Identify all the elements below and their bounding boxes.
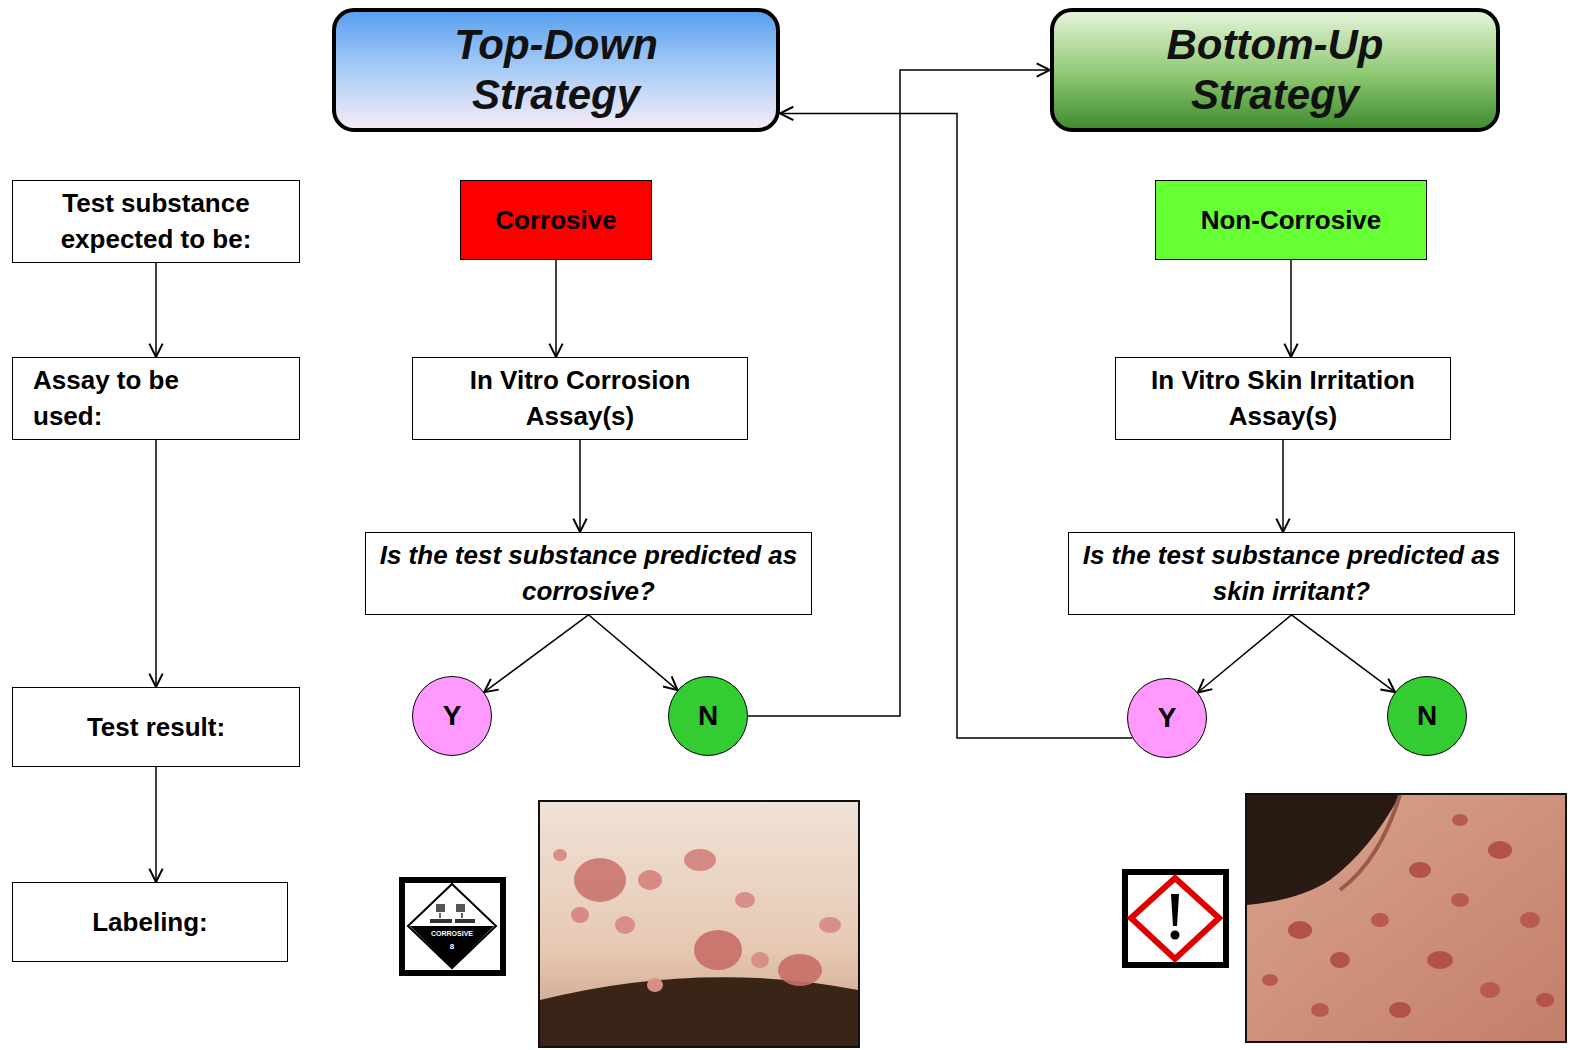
- flow-arrow: [579, 440, 581, 532]
- no-circle: N: [1387, 676, 1467, 756]
- process-box: In Vitro Skin Irritation Assay(s): [1115, 357, 1451, 440]
- node-text: Top-Down Strategy: [396, 20, 716, 121]
- irritant-pictogram: [1125, 872, 1226, 965]
- pictogram-number: 8: [442, 943, 462, 951]
- node-text: Is the test substance predicted as corro…: [376, 537, 801, 610]
- yes-circle: Y: [1127, 678, 1207, 758]
- node-text: N: [1417, 696, 1437, 735]
- corrosive-pictogram: [402, 880, 503, 973]
- node-text: Assay to be used:: [33, 362, 223, 435]
- flow-arrow: [1290, 260, 1292, 357]
- node-text: Is the test substance predicted as skin …: [1079, 537, 1504, 610]
- strategy-header: Top-Down Strategy: [332, 8, 780, 132]
- row-header-box: Assay to be used:: [12, 357, 300, 440]
- strategy-header: Bottom-Up Strategy: [1050, 8, 1500, 132]
- node-text: Labeling:: [92, 904, 208, 940]
- node-text: In Vitro Skin Irritation Assay(s): [1126, 362, 1440, 435]
- irritation-photo: [1245, 793, 1567, 1043]
- row-header-box: Labeling:: [12, 882, 288, 962]
- process-box: In Vitro Corrosion Assay(s): [412, 357, 748, 440]
- flow-arrow: [155, 263, 157, 357]
- flow-arrow: [484, 615, 588, 692]
- node-text: Test result:: [87, 709, 225, 745]
- row-header-box: Test substance expected to be:: [12, 180, 300, 263]
- node-text: Test substance expected to be:: [23, 185, 289, 258]
- flow-arrow: [155, 440, 157, 687]
- category-box: Non-Corrosive: [1155, 180, 1427, 260]
- corrosion-photo: [538, 800, 860, 1048]
- row-header-box: Test result:: [12, 687, 300, 767]
- node-text: Y: [1158, 698, 1177, 737]
- flow-arrow: [1292, 615, 1396, 692]
- pictogram-text: CORROSIVE: [422, 930, 482, 937]
- decision-box: Is the test substance predicted as skin …: [1068, 532, 1515, 615]
- category-box: Corrosive: [460, 180, 652, 260]
- flow-arrow: [1198, 615, 1292, 693]
- node-text: N: [698, 696, 718, 735]
- flow-arrow: [555, 260, 557, 357]
- no-circle: N: [668, 676, 748, 756]
- flow-arrow: [589, 615, 678, 690]
- flow-arrow: [780, 113, 1132, 738]
- node-text: Y: [443, 696, 462, 735]
- node-text: Non-Corrosive: [1201, 202, 1382, 238]
- flow-arrow: [748, 70, 1050, 716]
- flow-arrow: [155, 767, 157, 882]
- flow-arrow: [1282, 440, 1284, 532]
- node-text: Bottom-Up Strategy: [1114, 20, 1436, 121]
- node-text: In Vitro Corrosion Assay(s): [423, 362, 737, 435]
- yes-circle: Y: [412, 676, 492, 756]
- node-text: Corrosive: [495, 202, 616, 238]
- decision-box: Is the test substance predicted as corro…: [365, 532, 812, 615]
